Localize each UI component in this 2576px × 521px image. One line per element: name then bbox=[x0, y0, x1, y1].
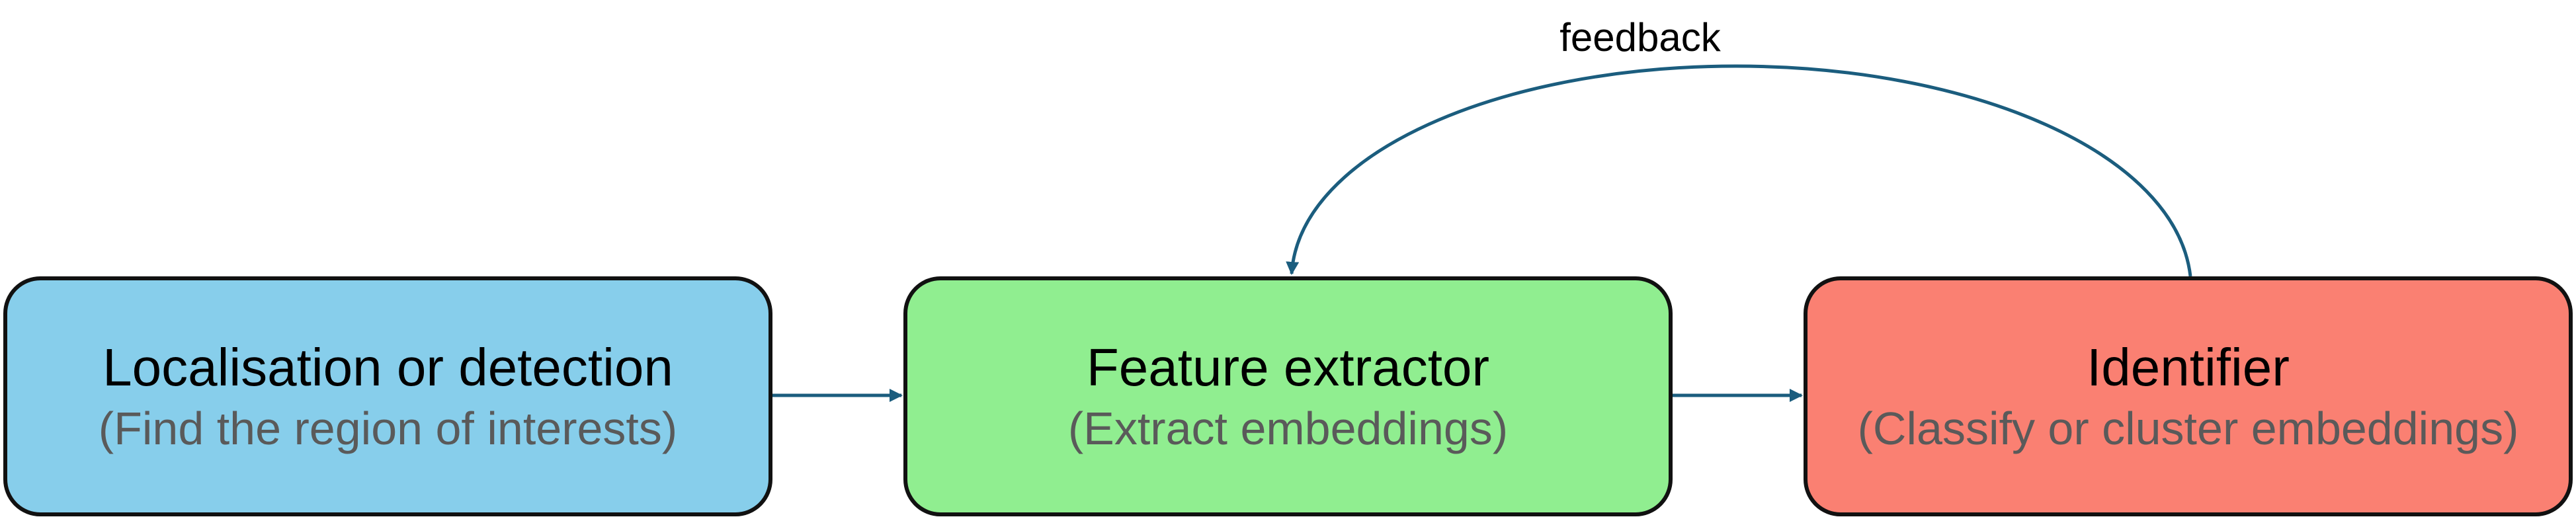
feature-extractor-subtitle: (Extract embeddings) bbox=[1067, 402, 1509, 454]
feature-extractor-title: Feature extractor bbox=[1086, 337, 1490, 397]
feature-extractor-box: Feature extractor (Extract embeddings) bbox=[903, 276, 1673, 516]
localisation-title: Localisation or detection bbox=[103, 337, 673, 397]
identifier-subtitle: (Classify or cluster embeddings) bbox=[1857, 402, 2519, 454]
localisation-box: Localisation or detection (Find the regi… bbox=[3, 276, 772, 516]
feedback-label: feedback bbox=[1559, 15, 1721, 60]
identifier-title: Identifier bbox=[2087, 337, 2290, 397]
localisation-subtitle: (Find the region of interests) bbox=[98, 402, 678, 454]
identifier-box: Identifier (Classify or cluster embeddin… bbox=[1804, 276, 2573, 516]
feedback-arrow bbox=[1286, 64, 2192, 277]
